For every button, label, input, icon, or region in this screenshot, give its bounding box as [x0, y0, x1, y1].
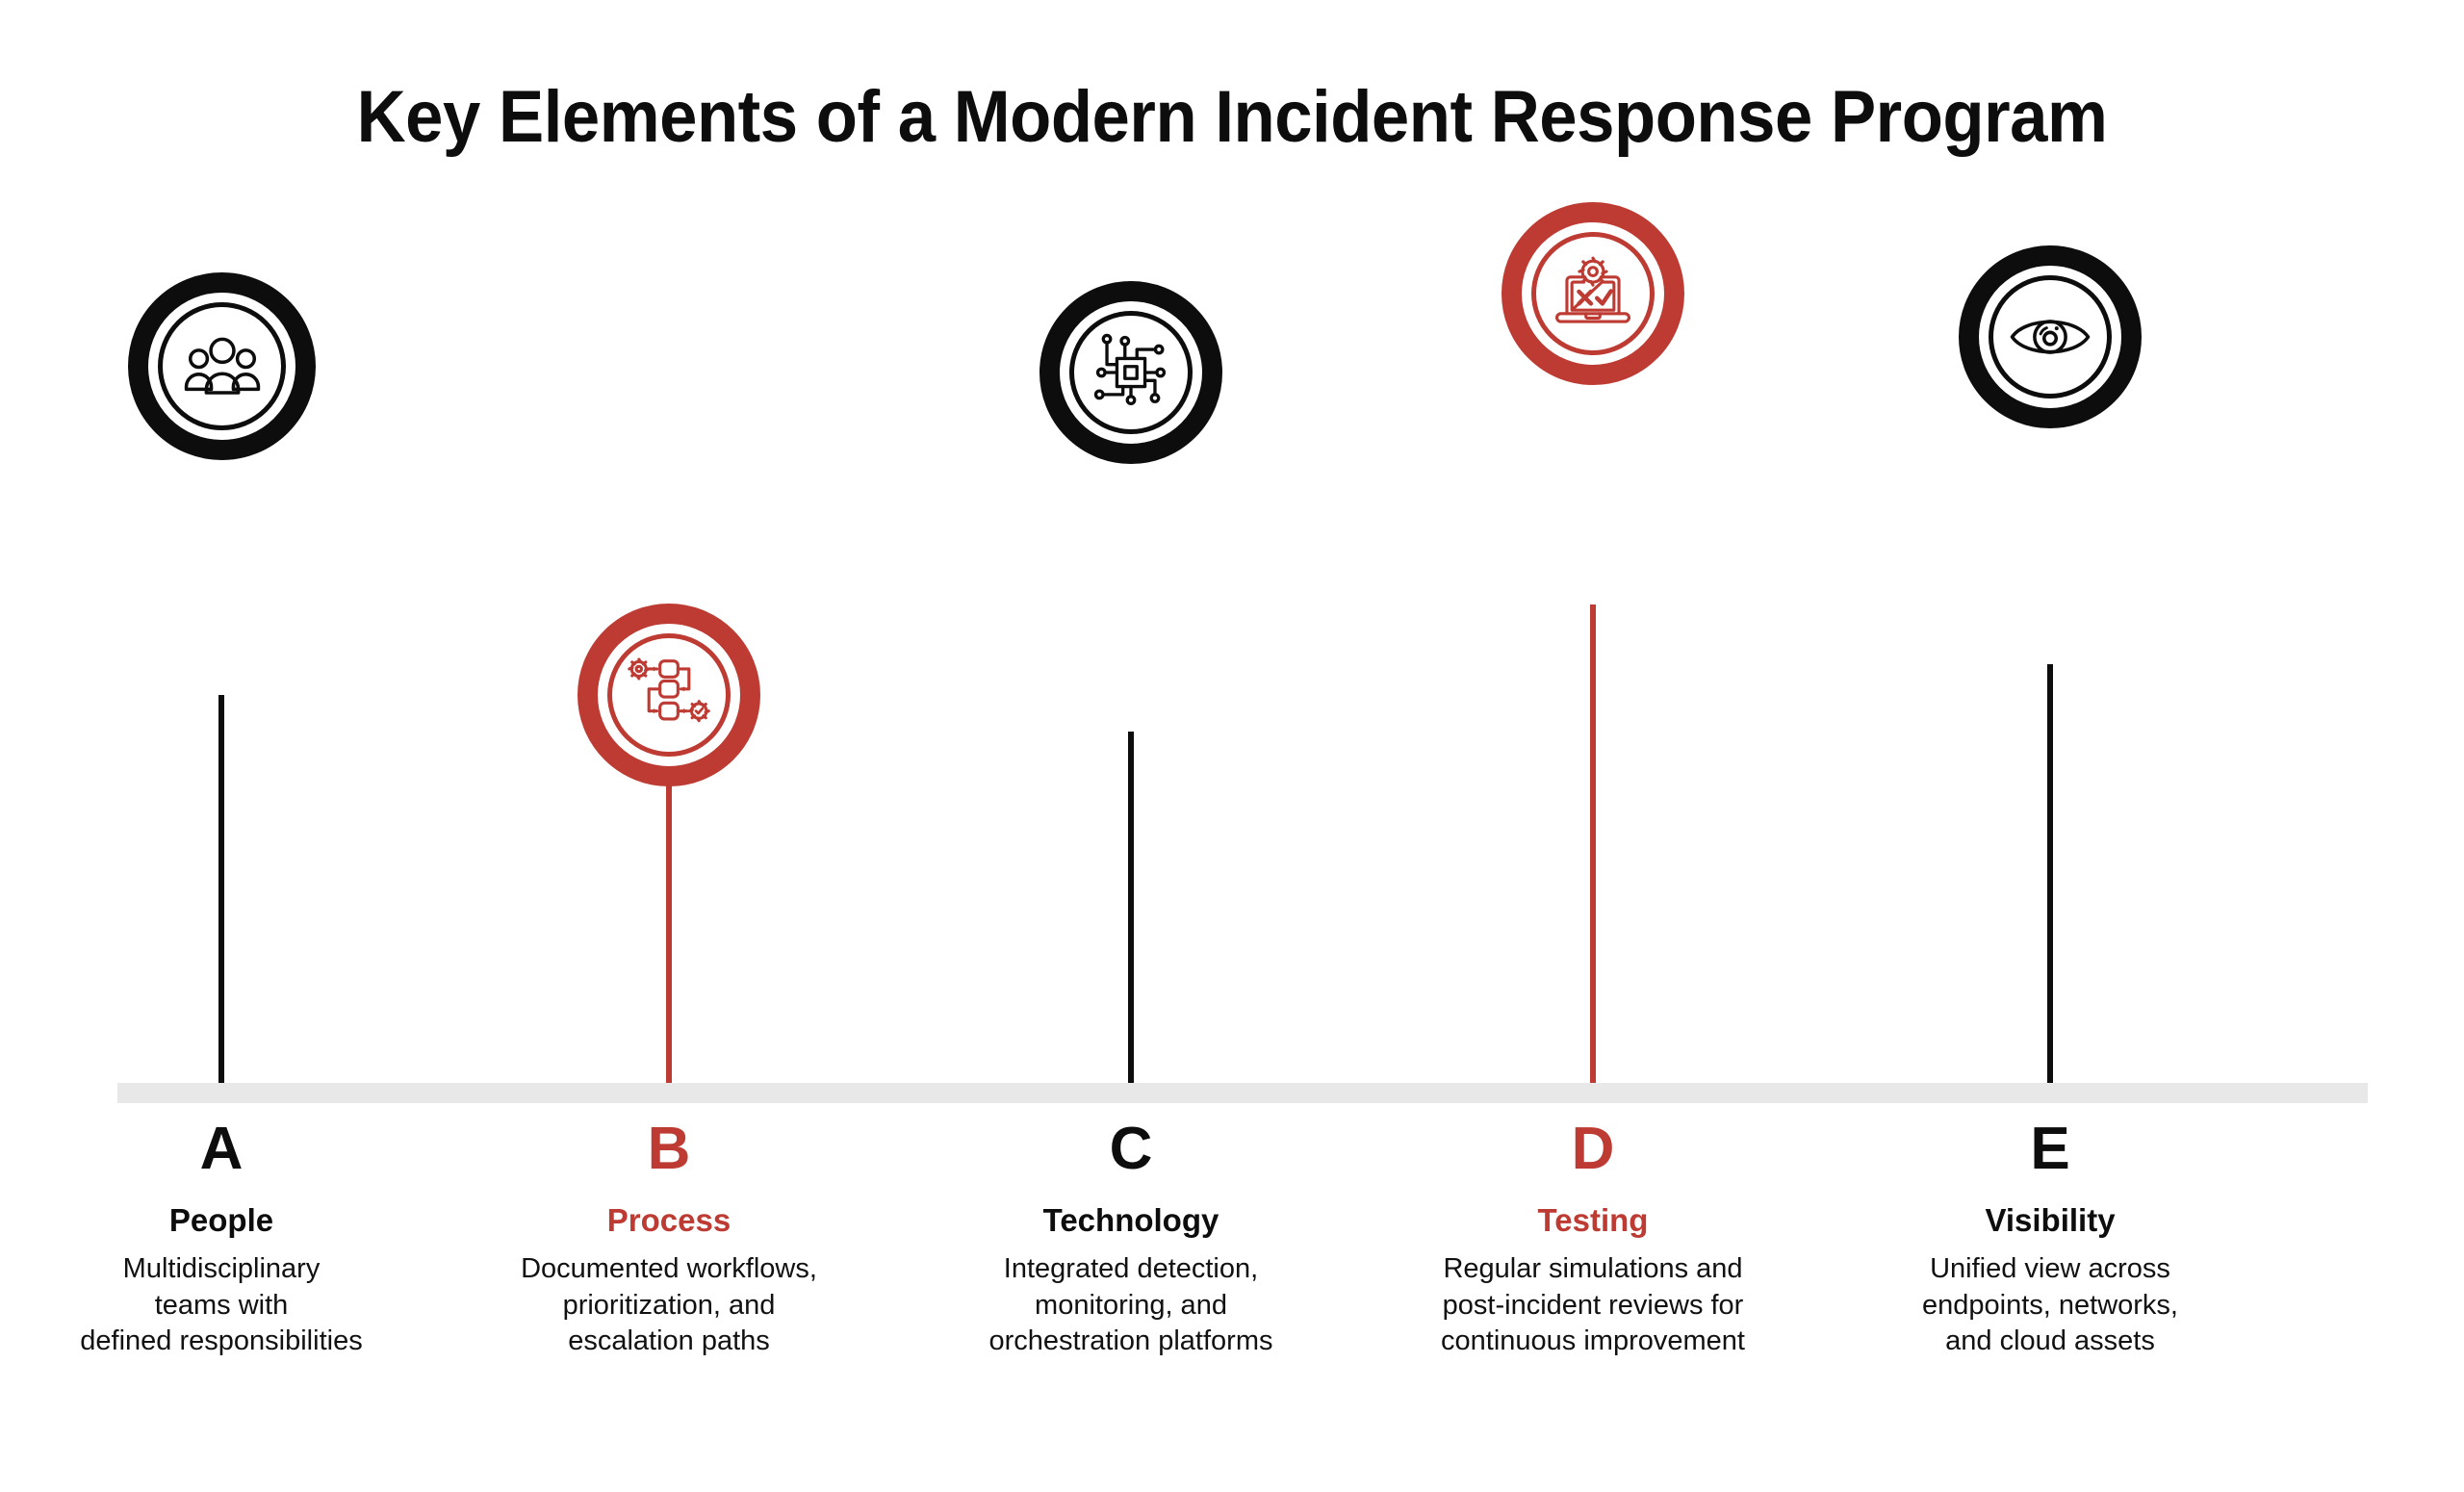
- laptop-gear-test-icon: [1555, 256, 1630, 323]
- badge-inner-ring-a: [158, 302, 286, 430]
- connector-stem-b: [666, 780, 672, 1083]
- item-letter-c: C: [1109, 1116, 1153, 1182]
- item-letter-a: A: [199, 1116, 244, 1182]
- eye-icon: [2010, 320, 2091, 354]
- infographic-item-d[interactable]: D Testing Regular simulations and post-i…: [1367, 0, 1819, 1492]
- badge-circle-e[interactable]: [1959, 245, 2142, 428]
- caption-c: C Technology Integrated detection, monit…: [905, 1119, 1357, 1360]
- microchip-circuit-icon: [1093, 333, 1167, 406]
- item-letter-e: E: [2030, 1116, 2070, 1182]
- workflow-diagram-icon: [628, 657, 710, 723]
- connector-stem-c: [1128, 732, 1134, 1083]
- badge-inner-ring-b: [607, 633, 731, 757]
- item-description-c: Integrated detection, monitoring, and or…: [988, 1253, 1273, 1357]
- infographic-item-b[interactable]: B Process Documented workflows, prioriti…: [443, 0, 895, 1492]
- badge-inner-ring-d: [1531, 232, 1655, 355]
- badge-circle-d[interactable]: [1502, 202, 1684, 385]
- item-label-a: People: [168, 1202, 274, 1238]
- people-group-icon: [184, 337, 260, 395]
- item-letter-d: D: [1571, 1116, 1615, 1182]
- item-label-d: Testing: [1537, 1202, 1649, 1238]
- badge-circle-a[interactable]: [128, 272, 316, 460]
- page-title: Key Elements of a Modern Incident Respon…: [356, 76, 2108, 158]
- item-label-e: Visibility: [1985, 1202, 2116, 1238]
- item-label-b: Process: [606, 1202, 732, 1238]
- item-description-a: Multidisciplinary teams with defined res…: [80, 1253, 363, 1357]
- connector-stem-a: [218, 695, 224, 1083]
- badge-circle-c[interactable]: [1040, 281, 1222, 464]
- caption-d: D Testing Regular simulations and post-i…: [1367, 1119, 1819, 1360]
- caption-a: A People Multidisciplinary teams with de…: [0, 1119, 448, 1360]
- badge-inner-ring-c: [1069, 311, 1193, 434]
- item-description-d: Regular simulations and post-incident re…: [1441, 1253, 1745, 1357]
- connector-stem-d: [1590, 605, 1596, 1083]
- connector-stem-e: [2047, 664, 2053, 1083]
- timeline-baseline: [117, 1083, 2368, 1103]
- badge-inner-ring-e: [1989, 275, 2112, 399]
- infographic-item-c[interactable]: C Technology Integrated detection, monit…: [905, 0, 1357, 1492]
- infographic-item-a[interactable]: A People Multidisciplinary teams with de…: [0, 0, 448, 1492]
- infographic-item-e[interactable]: E Visibility Unified view across endpoin…: [1824, 0, 2276, 1492]
- badge-circle-b[interactable]: [578, 604, 760, 786]
- caption-b: B Process Documented workflows, prioriti…: [443, 1119, 895, 1360]
- caption-e: E Visibility Unified view across endpoin…: [1824, 1119, 2276, 1360]
- item-letter-b: B: [647, 1116, 691, 1182]
- item-description-e: Unified view across endpoints, networks,…: [1922, 1253, 2178, 1357]
- item-label-c: Technology: [1042, 1202, 1219, 1238]
- item-description-b: Documented workflows, prioritization, an…: [521, 1253, 817, 1357]
